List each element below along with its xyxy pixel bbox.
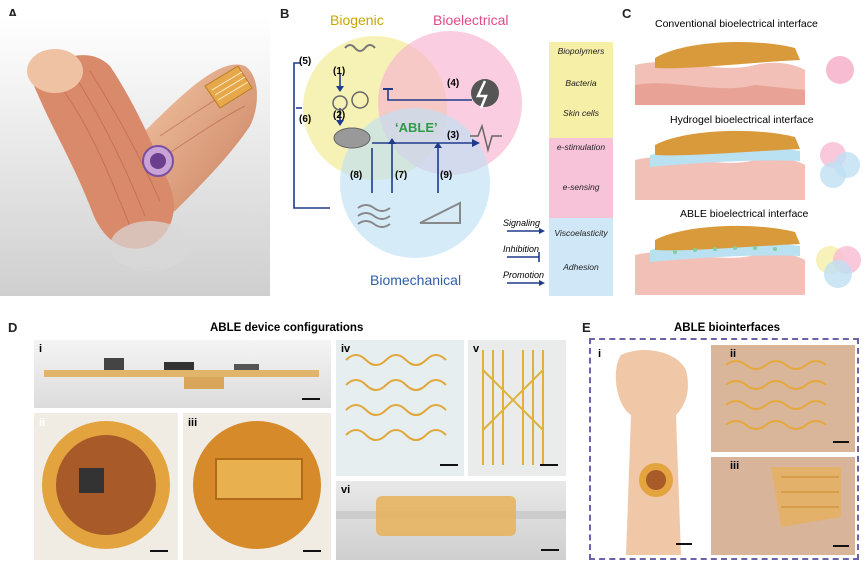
panel-label-e: E [582,320,591,335]
legend-adhesion: Adhesion [563,262,599,272]
arrow-legend-signaling: Signaling [503,218,541,228]
subpanel-e-i: i [598,348,602,360]
panel-c-title-able: ABLE bioelectrical interface [680,208,809,220]
arrow-legend-promotion: Promotion [503,270,545,280]
center-label-able: ‘ABLE’ [395,120,438,135]
photo-d-iv [336,340,464,476]
circle-label-biogenic: Biogenic [330,12,384,28]
panel-label-c: C [622,6,632,21]
interface-illustrations [635,42,861,295]
legend-bacteria: Bacteria [565,78,597,88]
subpanel-d-vi: vi [341,484,351,496]
panel-e-title: ABLE biointerfaces [674,322,781,334]
legend-viscoelasticity: Viscoelasticity [554,228,608,238]
subpanel-d-v: v [473,343,480,355]
panel-label-b: B [280,6,290,21]
step-9: (9) [440,170,453,181]
panel-label-a: A [8,6,18,21]
photo-e-ii [711,345,855,452]
panel-e-frame [589,338,859,560]
step-6: (6) [299,114,312,125]
step-2: (2) [333,110,346,121]
panel-label-d: D [8,320,18,335]
subpanel-e-ii: ii [730,348,737,360]
circle-label-biomechanical: Biomechanical [370,272,462,288]
arm-illustration [0,16,270,296]
hydrogel-interface [635,130,860,200]
legend-biopolymers: Biopolymers [557,46,605,56]
photo-d-iii [183,413,331,560]
arrow-legend-icons [507,228,545,286]
photo-e-iii [711,457,855,555]
subpanel-d-i: i [39,343,43,355]
circle-label-bioelectrical: Bioelectrical [433,12,509,28]
photo-d-i [34,340,331,408]
step-1: (1) [333,66,346,77]
conventional-interface [635,42,854,105]
photo-d-vi [336,481,566,560]
panel-d-title: ABLE device configurations [210,322,364,334]
step-4: (4) [447,78,460,89]
arrow-legend-inhibition: Inhibition [503,244,540,254]
step-3: (3) [447,130,460,141]
photo-d-v [468,340,566,476]
legend-skin-cells: Skin cells [563,108,599,118]
subpanel-e-iii: iii [730,460,740,472]
legend-e-stimulation: e-stimulation [556,142,606,152]
panel-c-title-conventional: Conventional bioelectrical interface [655,18,818,30]
able-interface [635,225,861,295]
photo-d-ii [34,413,178,560]
step-7: (7) [395,170,408,181]
subpanel-d-iii: iii [188,417,198,429]
legend-column: Biopolymers Bacteria Skin cells e-stimul… [549,42,613,296]
photo-e-i [596,345,706,555]
panel-c-title-hydrogel: Hydrogel bioelectrical interface [670,114,814,126]
legend-e-sensing: e-sensing [562,182,600,192]
subpanel-d-iv: iv [341,343,351,355]
step-5: (5) [299,56,312,67]
subpanel-d-ii: ii [39,417,46,429]
step-8: (8) [350,170,363,181]
venn-diagram [293,31,522,258]
